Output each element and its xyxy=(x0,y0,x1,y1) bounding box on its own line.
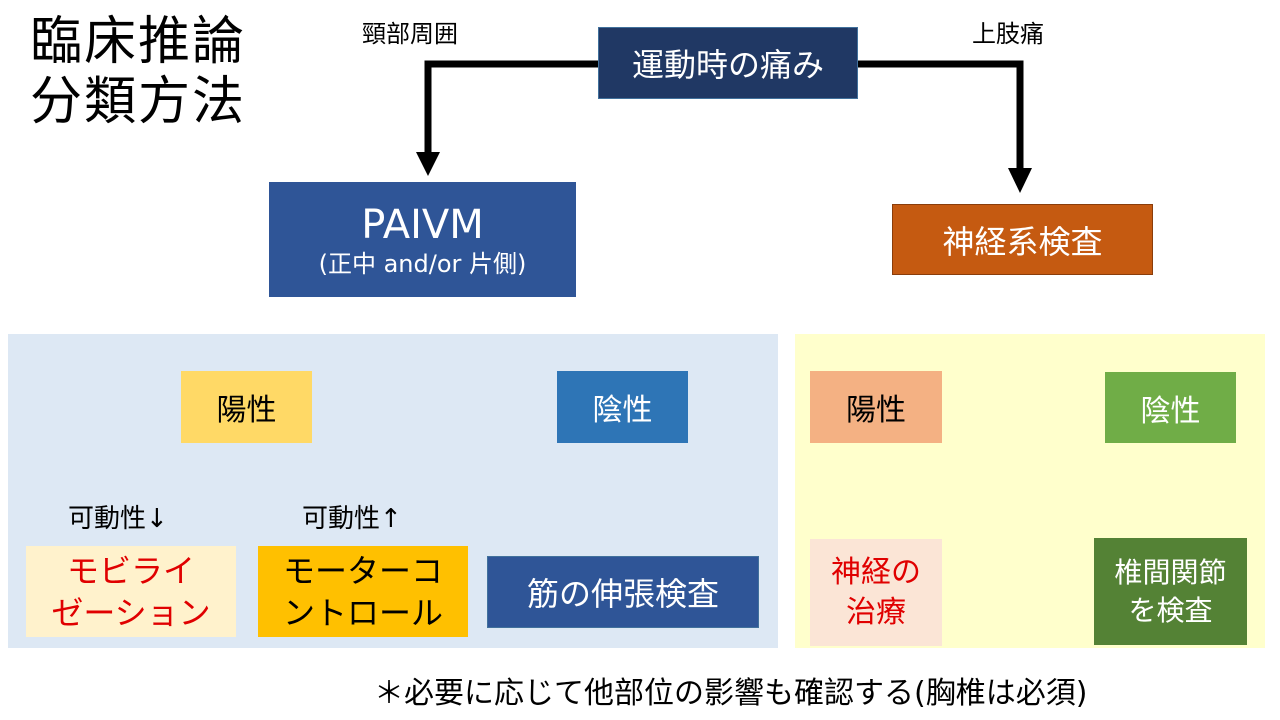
paivm-title: PAIVM xyxy=(361,201,484,248)
arrowhead-left xyxy=(416,152,440,176)
facet-exam-line-2: を検査 xyxy=(1128,593,1213,627)
flow-arrows xyxy=(416,60,1032,193)
mobilization-line-2: ゼーション xyxy=(51,593,211,632)
nerve-treatment-line-1: 神経の xyxy=(831,554,921,590)
muscle-stretch-exam-node: 筋の伸張検査 xyxy=(487,556,759,628)
motor-control-line-2: ントロール xyxy=(282,593,443,632)
paivm-node: PAIVM (正中 and/or 片側) xyxy=(269,182,576,297)
nerve-treatment-line-2: 治療 xyxy=(846,594,906,630)
branch-label-upper-limb: 上肢痛 xyxy=(972,20,1044,48)
title-line-1: 臨床推論 xyxy=(30,12,247,72)
right-positive-label: 陽性 xyxy=(846,393,906,428)
neuro-exam-node: 神経系検査 xyxy=(892,204,1153,275)
motor-control-node: モーターコ ントロール xyxy=(258,546,468,637)
branch-label-neck: 頸部周囲 xyxy=(362,20,458,48)
arrowhead-right xyxy=(1008,168,1032,193)
paivm-subtitle: (正中 and/or 片側) xyxy=(318,249,527,278)
root-node-label: 運動時の痛み xyxy=(631,46,824,84)
muscle-stretch-label: 筋の伸張検査 xyxy=(526,575,719,613)
right-negative-label: 陰性 xyxy=(1140,393,1201,429)
right-positive-node: 陽性 xyxy=(810,371,942,443)
mobility-up-label: 可動性↑ xyxy=(302,504,402,534)
mobilization-line-1: モビライ xyxy=(66,551,195,590)
root-node-movement-pain: 運動時の痛み xyxy=(598,27,858,99)
title-line-2: 分類方法 xyxy=(30,72,247,132)
left-positive-label: 陽性 xyxy=(216,393,277,428)
facet-exam-line-1: 椎間関節 xyxy=(1114,555,1227,589)
right-negative-node: 陰性 xyxy=(1105,372,1236,443)
mobility-down-label: 可動性↓ xyxy=(68,504,168,534)
left-negative-label: 陰性 xyxy=(592,393,653,428)
footnote: ＊必要に応じて他部位の影響も確認する(胸椎は必須) xyxy=(374,676,1088,711)
nerve-treatment-node: 神経の 治療 xyxy=(810,539,942,646)
motor-control-line-1: モーターコ xyxy=(282,551,443,590)
slide-title: 臨床推論 分類方法 xyxy=(30,12,246,132)
neuro-exam-label: 神経系検査 xyxy=(942,222,1103,261)
left-negative-node: 陰性 xyxy=(557,371,688,443)
mobilization-node: モビライ ゼーション xyxy=(26,546,236,637)
facet-joint-exam-node: 椎間関節 を検査 xyxy=(1094,538,1247,645)
arrow-line-right xyxy=(856,60,1024,175)
arrow-line-left xyxy=(424,60,598,160)
left-positive-node: 陽性 xyxy=(181,371,312,443)
